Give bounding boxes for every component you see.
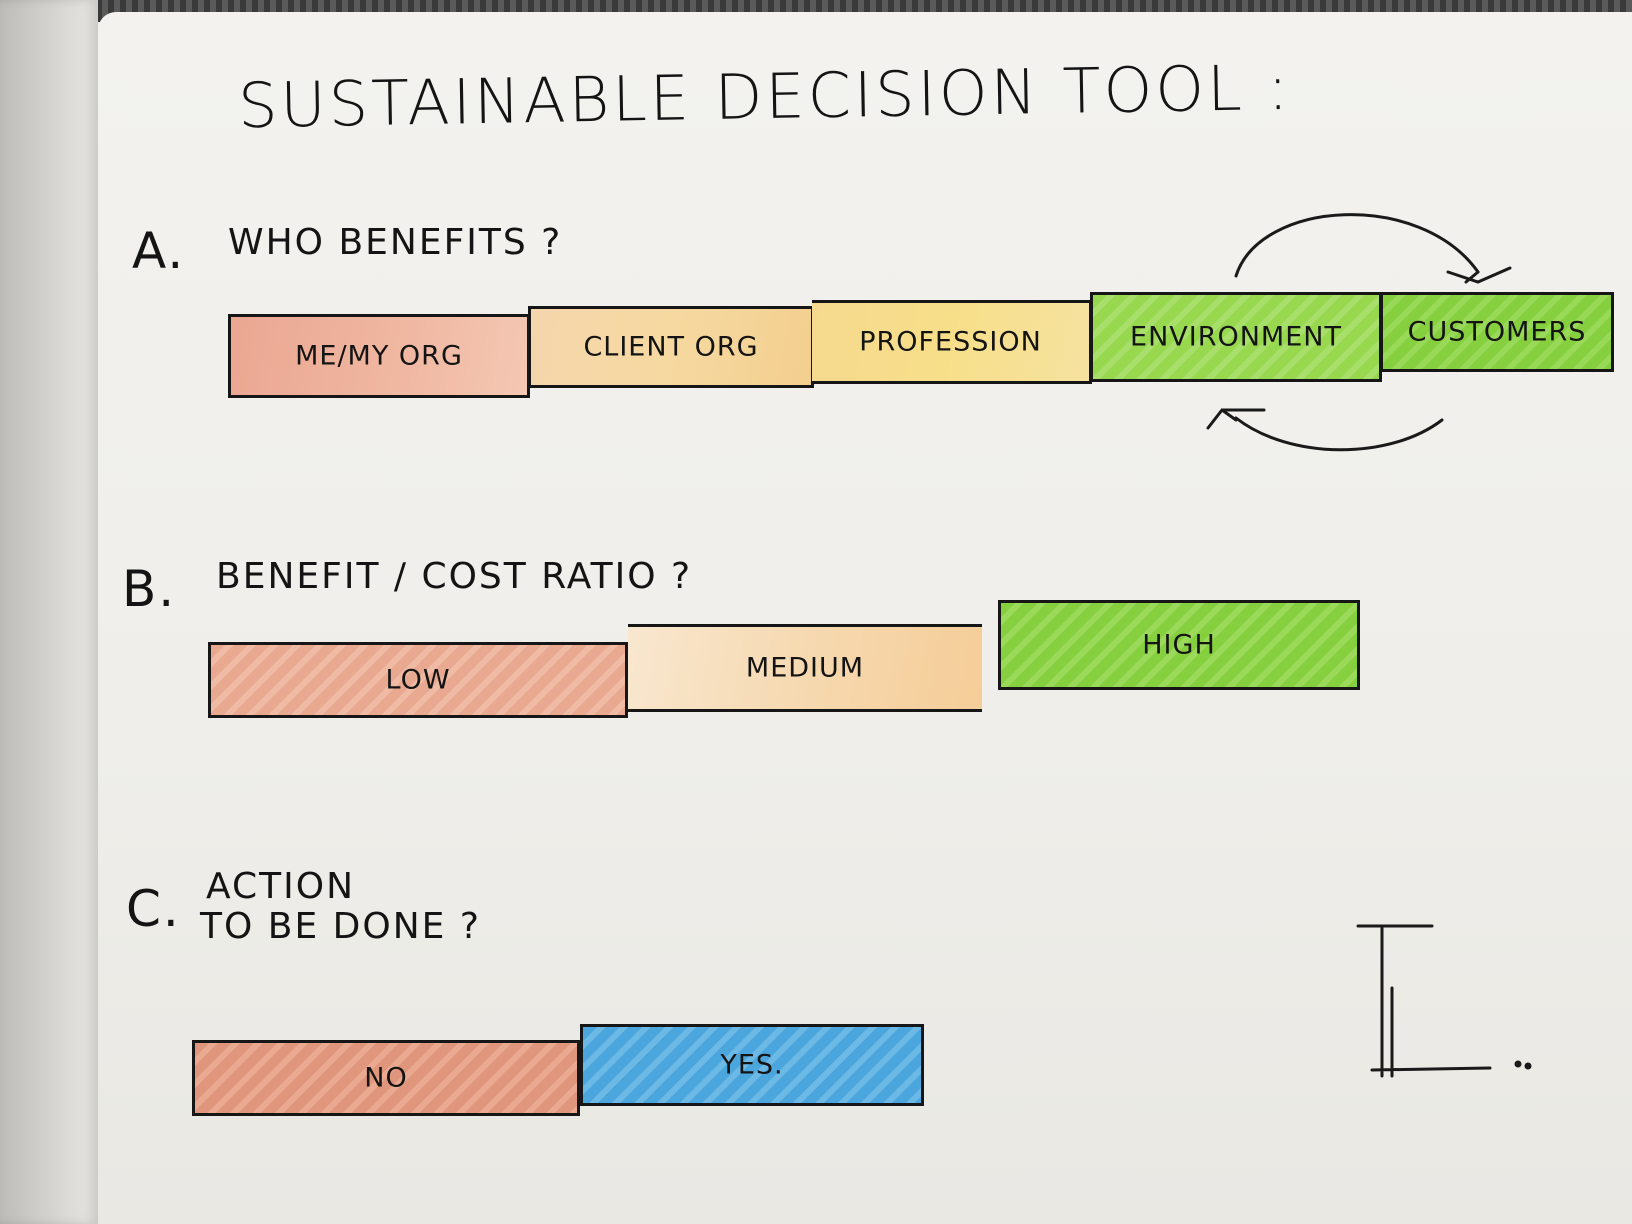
- dot-icon: [1524, 1062, 1532, 1070]
- arrowhead-bottom-icon: [1206, 408, 1266, 430]
- option-low: Low: [208, 642, 628, 718]
- section-c-question-line2: To Be Done ?: [200, 906, 481, 947]
- option-me-my-org: Me/My Org: [228, 314, 530, 398]
- left-page-edge: [0, 0, 98, 1224]
- section-b-question: Benefit / Cost Ratio ?: [216, 556, 693, 597]
- section-b-letter: B.: [122, 560, 177, 618]
- option-label: Environment: [1130, 321, 1342, 353]
- dot-icon: [1514, 1060, 1522, 1068]
- section-a-letter: A.: [132, 222, 186, 280]
- option-high: High: [998, 600, 1360, 690]
- right-page: [98, 12, 1632, 1224]
- cursor-mark-icon: [1356, 924, 1492, 1078]
- option-label: Profession: [859, 326, 1042, 358]
- option-profession: Profession: [812, 300, 1092, 384]
- option-label: Client Org: [583, 331, 759, 363]
- section-c-letter: C.: [126, 880, 181, 938]
- option-no: No: [192, 1040, 580, 1116]
- option-label: Customers: [1407, 316, 1587, 348]
- option-customers: Customers: [1380, 292, 1614, 372]
- section-a-question: Who benefits ?: [228, 222, 563, 263]
- option-label: Low: [385, 664, 451, 696]
- option-label: No: [364, 1062, 408, 1094]
- option-yes: Yes.: [580, 1024, 924, 1106]
- option-label: High: [1142, 629, 1216, 661]
- option-medium: Medium: [628, 624, 982, 712]
- section-c-question-line1: Action: [206, 866, 356, 907]
- option-label: Medium: [745, 652, 865, 684]
- option-label: Yes.: [720, 1049, 784, 1081]
- arrow-env-to-customers-icon: [1234, 213, 1480, 278]
- arrow-customers-to-env-icon: [1234, 416, 1444, 452]
- option-label: Me/My Org: [295, 340, 463, 372]
- arrowhead-top-icon: [1446, 266, 1512, 284]
